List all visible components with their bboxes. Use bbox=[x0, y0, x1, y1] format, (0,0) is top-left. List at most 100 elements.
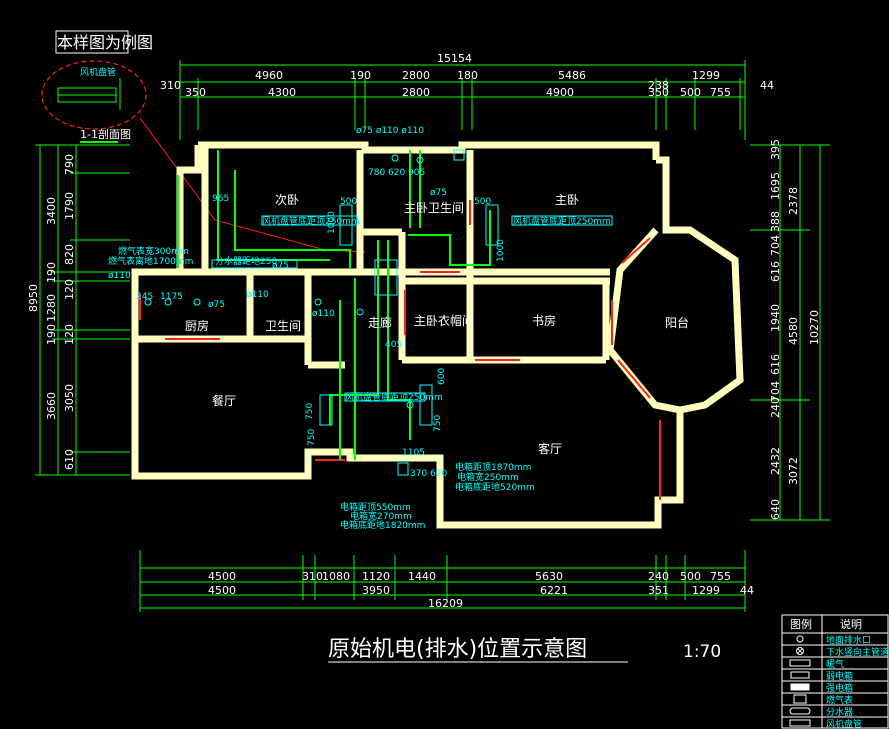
bottom-dim: 755 bbox=[710, 570, 731, 583]
annotation: 电箱距顶1870mm bbox=[455, 461, 531, 473]
annotation: ø110 bbox=[246, 290, 269, 300]
annotation: 电箱宽250mm bbox=[457, 471, 519, 483]
annotation: ø75 bbox=[430, 188, 447, 198]
top-dim: 5486 bbox=[558, 69, 586, 82]
right-dim: 1940 bbox=[769, 304, 782, 332]
bottom-dim: 6221 bbox=[540, 584, 568, 597]
right-dim: 2378 bbox=[787, 187, 800, 215]
bottom-dim: 310 bbox=[302, 570, 323, 583]
bottom-dim: 4500 bbox=[208, 570, 236, 583]
drawing-scale: 1:70 bbox=[683, 642, 721, 662]
fan-coil-icon bbox=[789, 719, 811, 727]
bottom-dim: 3950 bbox=[362, 584, 390, 597]
left-dim: 3050 bbox=[63, 384, 76, 412]
annotation: ø75 bbox=[272, 261, 289, 271]
top-dim: 350 bbox=[185, 86, 206, 99]
right-dim: 1695 bbox=[769, 172, 782, 200]
legend-desc: 暖气 bbox=[826, 658, 844, 670]
annotation: 风机盘管底距顶250mm bbox=[345, 391, 443, 403]
annotation: 燃气表离地1700mm bbox=[108, 255, 193, 267]
annotation: 风机盘管底距顶250mm bbox=[513, 215, 611, 227]
annotation: 电箱距顶550mm bbox=[340, 501, 411, 513]
top-dim: 500 bbox=[680, 86, 701, 99]
right-dim: 704 bbox=[769, 381, 782, 402]
bottom-dim: 1440 bbox=[408, 570, 436, 583]
annotation: 750 bbox=[433, 415, 443, 432]
bottom-dim: 5630 bbox=[535, 570, 563, 583]
strong-box-icon bbox=[790, 683, 810, 691]
annotation: 风机盘管底距顶250mm bbox=[262, 215, 360, 227]
section-note: 风机盘管 bbox=[80, 66, 116, 78]
bottom-dim: 1299 bbox=[692, 584, 720, 597]
right-dim: 3072 bbox=[787, 457, 800, 485]
top-dimensions: 15154 310 4960 190 2800 180 5486 238 129… bbox=[160, 52, 774, 140]
sample-note-box bbox=[55, 30, 129, 54]
room-label-master-bedroom: 主卧 bbox=[555, 193, 579, 207]
left-dim: 120 bbox=[63, 279, 76, 300]
room-label-master-closet: 主卧衣帽间 bbox=[414, 313, 474, 328]
annotation: 750 bbox=[305, 403, 315, 420]
annotation: 780 620 905 bbox=[368, 168, 425, 178]
right-dim: 616 bbox=[769, 354, 782, 375]
annotation: 1175 bbox=[160, 292, 183, 302]
gas-meter-icon bbox=[793, 694, 807, 704]
room-label-bathroom: 卫生间 bbox=[265, 319, 301, 333]
legend-desc: 燃气表 bbox=[826, 694, 853, 706]
left-dim: 190 bbox=[45, 324, 58, 345]
annotation: 1000 bbox=[327, 211, 337, 234]
annotation: 965 bbox=[212, 194, 229, 204]
bottom-dim-total: 16209 bbox=[428, 597, 463, 610]
weak-box-icon bbox=[790, 671, 810, 679]
annotation: 670 bbox=[430, 469, 447, 479]
drawing-title: 原始机电(排水)位置示意图 bbox=[328, 637, 587, 662]
legend-header-desc: 说明 bbox=[840, 617, 862, 631]
sample-note: 本样图为例图 bbox=[57, 33, 153, 52]
legend-desc: 地面排水口 bbox=[826, 634, 871, 646]
room-label-secondary-bedroom: 次卧 bbox=[275, 193, 299, 207]
annotation: 500 bbox=[340, 197, 357, 207]
top-dim: 4900 bbox=[546, 86, 574, 99]
bottom-dim: 44 bbox=[740, 584, 754, 597]
legend-header-symbol: 图例 bbox=[790, 617, 812, 631]
left-dim: 8950 bbox=[27, 284, 40, 312]
annotation: ø75 ø110 ø110 bbox=[356, 126, 424, 136]
annotation: 500 bbox=[474, 197, 491, 207]
right-dim: 388 bbox=[769, 211, 782, 232]
top-dim: 238 bbox=[648, 79, 669, 92]
bottom-dim: 1080 bbox=[322, 570, 350, 583]
left-dim: 3660 bbox=[45, 392, 58, 420]
room-label-dining: 餐厅 bbox=[212, 393, 236, 408]
room-label-balcony: 阳台 bbox=[665, 315, 689, 330]
annotation: ø75 bbox=[208, 300, 225, 310]
right-dim: 640 bbox=[769, 499, 782, 520]
top-dim: 44 bbox=[760, 79, 774, 92]
room-label-corridor: 走廊 bbox=[368, 315, 392, 330]
bottom-dim: 351 bbox=[648, 584, 669, 597]
annotation: 405 bbox=[385, 340, 402, 350]
right-dim: 2432 bbox=[769, 447, 782, 475]
bottom-dim: 4500 bbox=[208, 584, 236, 597]
top-dim: 350 bbox=[648, 86, 669, 99]
annotation: ø110 bbox=[312, 309, 335, 319]
top-dim: 1299 bbox=[692, 69, 720, 82]
left-dim: 790 bbox=[63, 154, 76, 175]
left-dim: 820 bbox=[63, 244, 76, 265]
bottom-dim: 1120 bbox=[362, 570, 390, 583]
top-dim: 4960 bbox=[255, 69, 283, 82]
annotation: 电箱底距地1820mm bbox=[340, 519, 425, 531]
top-dim: 4300 bbox=[268, 86, 296, 99]
annotation: 分水器距地250 bbox=[215, 255, 277, 267]
bottom-dim: 240 bbox=[648, 570, 669, 583]
heater-icon bbox=[789, 659, 811, 667]
room-label-kitchen: 厨房 bbox=[185, 318, 209, 333]
annotation: 600 bbox=[437, 368, 447, 385]
pipes bbox=[177, 150, 491, 460]
annotation: 1000 bbox=[496, 239, 506, 262]
left-dim: 190 bbox=[45, 262, 58, 283]
room-label-study: 书房 bbox=[532, 313, 556, 328]
top-dim: 2800 bbox=[402, 69, 430, 82]
right-dim-total: 10270 bbox=[808, 310, 821, 345]
manifold-icon bbox=[789, 707, 811, 715]
legend-desc: 弱电箱 bbox=[826, 670, 853, 682]
